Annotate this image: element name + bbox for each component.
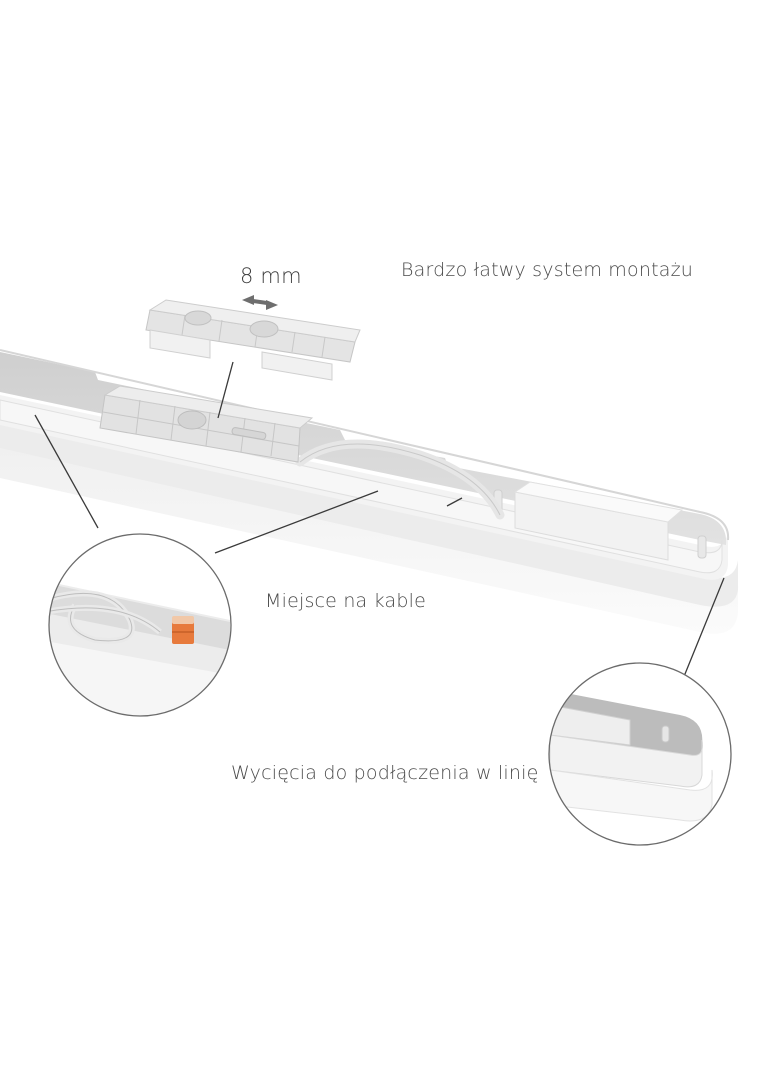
double-arrow-icon (242, 295, 278, 310)
callout-label-mounting-system: Bardzo łatwy system montażu (401, 259, 693, 281)
leader-line-left-detail (34, 414, 99, 529)
detail-circle-cable-compartment (48, 533, 232, 717)
leader-line-cable-space (214, 490, 379, 554)
mounting-bracket-installed (99, 385, 314, 463)
dimension-label-8mm: 8 mm (240, 264, 302, 288)
leader-lines (34, 361, 725, 707)
mounting-bracket-floating (145, 299, 361, 381)
callout-label-inline-cutouts: Wycięcia do podłączenia w linię (231, 762, 539, 784)
detail-circle-end-cap (548, 662, 732, 846)
callout-label-cable-space: Miejsce na kable (265, 590, 426, 612)
leader-line-mounting (217, 361, 234, 419)
